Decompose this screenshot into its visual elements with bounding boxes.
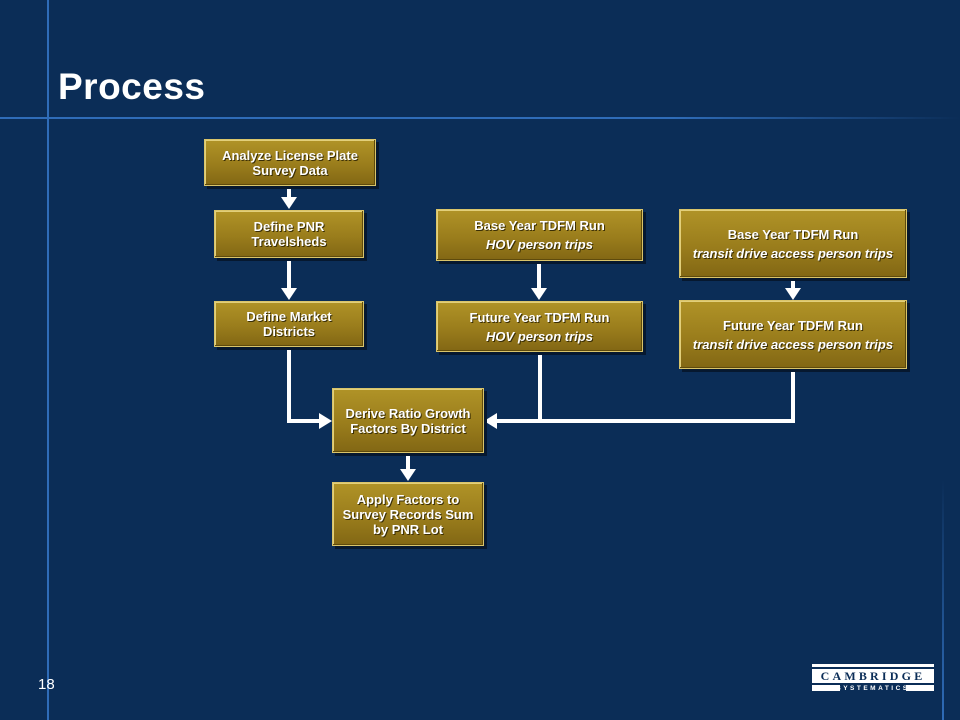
step-apply-factors: Apply Factors to Survey Records Sum by P… <box>332 482 484 546</box>
arrowhead-icon <box>319 413 332 429</box>
arrowhead-icon <box>400 469 416 481</box>
logo-subtext: SYSTEMATICS <box>836 685 910 692</box>
step-sublabel: transit drive access person trips <box>692 336 894 352</box>
arrowhead-icon <box>484 413 497 429</box>
arrowhead-icon <box>785 288 801 300</box>
right-accent-rule <box>942 480 944 720</box>
connector-hov-down <box>538 353 542 423</box>
step-define-pnr-travelsheds: Define PNR Travelsheds <box>214 210 364 258</box>
logo-sub-bar-left <box>812 685 840 691</box>
step-analyze-license-plate: Analyze License Plate Survey Data <box>204 139 376 186</box>
connector-merge-horizontal <box>496 419 795 423</box>
step-future-year-transit: Future Year TDFM Run transit drive acces… <box>679 300 907 369</box>
step-label: Define PNR Travelsheds <box>251 219 327 249</box>
connector-base-future-transit <box>791 279 795 290</box>
step-derive-ratio-growth: Derive Ratio Growth Factors By District <box>332 388 484 453</box>
logo-wordmark: CAMBRIDGE <box>812 669 934 683</box>
step-label: Derive Ratio Growth Factors By District <box>345 405 471 436</box>
step-label: Analyze License Plate Survey Data <box>222 147 358 178</box>
step-label: Future Year TDFM Run <box>723 317 863 333</box>
arrowhead-icon <box>281 288 297 300</box>
logo-top-bar <box>812 664 934 667</box>
horizontal-rule <box>0 117 960 119</box>
arrowhead-icon <box>531 288 547 300</box>
connector-market-down <box>287 348 291 423</box>
connector-pnr-market <box>287 259 291 290</box>
step-sublabel: transit drive access person trips <box>692 245 894 261</box>
step-label: Base Year TDFM Run <box>727 226 859 242</box>
connector-analyze-pnr <box>287 187 291 199</box>
connector-transit-down <box>791 370 795 423</box>
slide-title: Process <box>58 66 206 107</box>
step-sublabel: HOV person trips <box>486 237 593 252</box>
logo-sub-bar-right <box>906 685 934 691</box>
cambridge-systematics-logo: CAMBRIDGE SYSTEMATICS <box>812 664 934 692</box>
arrowhead-icon <box>281 197 297 209</box>
step-label: Apply Factors to Survey Records Sum by P… <box>342 491 474 537</box>
connector-market-right <box>287 419 321 423</box>
step-sublabel: HOV person trips <box>486 328 593 344</box>
step-define-market-districts: Define Market Districts <box>214 301 364 347</box>
vertical-rule <box>47 0 49 720</box>
step-label: Future Year TDFM Run <box>469 309 610 325</box>
step-base-year-transit: Base Year TDFM Run transit drive access … <box>679 209 907 278</box>
page-number: 18 <box>38 676 55 693</box>
step-base-year-hov: Base Year TDFM Run HOV person trips <box>436 209 643 261</box>
step-label: Define Market Districts <box>246 309 332 339</box>
connector-base-future-hov <box>537 262 541 290</box>
step-future-year-hov: Future Year TDFM Run HOV person trips <box>436 301 643 352</box>
step-label: Base Year TDFM Run <box>474 218 605 233</box>
connector-derive-apply <box>406 454 410 471</box>
